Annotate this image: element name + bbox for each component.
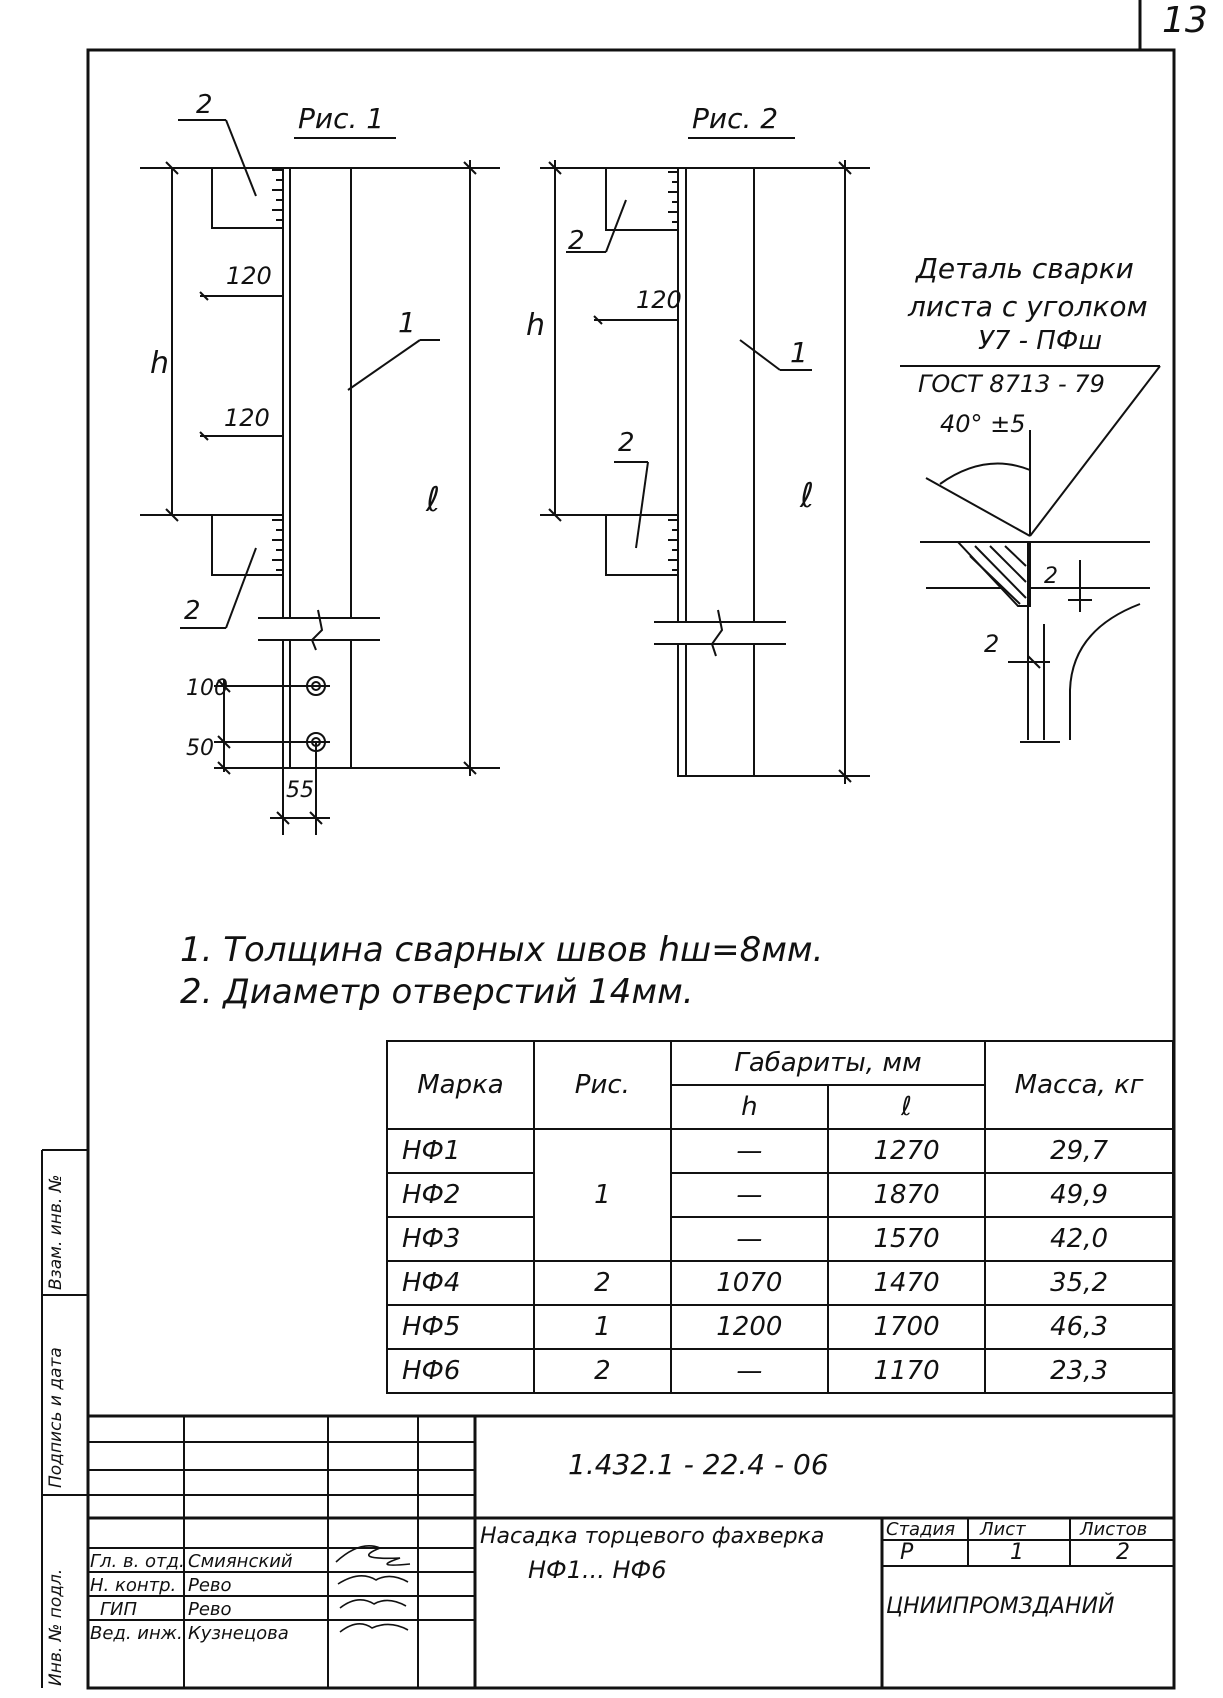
cell-fig: 2 (532, 1348, 672, 1394)
fig2-pos-2-top: 2 (568, 226, 585, 256)
note-1: 1. Толщина сварных швов hш=8мм. (180, 930, 824, 970)
col-header-h: h (669, 1084, 829, 1130)
cell-mass: 35,2 (984, 1260, 1174, 1306)
fig1-pos-2-bottom: 2 (184, 596, 201, 626)
figure-1-drawing (140, 119, 500, 835)
signatures (335, 1545, 411, 1633)
cell-mass: 42,0 (984, 1216, 1174, 1262)
cell-mass: 46,3 (984, 1304, 1174, 1350)
role-2: Н. контр. (90, 1575, 177, 1596)
sheet-value: 1 (1010, 1540, 1024, 1565)
sheets-value: 2 (1116, 1540, 1130, 1565)
weld-standard: ГОСТ 8713 - 79 (918, 370, 1105, 398)
document-title-line1: Насадка торцевого фахверка (480, 1524, 825, 1549)
table-row: НФ6 2 — 1170 23,3 (386, 1348, 1174, 1394)
note-2: 2. Диаметр отверстий 14мм. (180, 972, 694, 1012)
col-header-fig: Рис. (532, 1040, 672, 1130)
weld-detail-title-line1: Деталь сварки (916, 252, 1134, 285)
cell-mass: 29,7 (984, 1128, 1174, 1174)
fig1-dim-55: 55 (286, 778, 314, 803)
cell-l: 1700 (826, 1304, 987, 1350)
figure-1-title: Рис. 1 (298, 102, 385, 135)
stage-label: Стадия (886, 1519, 956, 1540)
weld-detail-drawing (900, 365, 1161, 743)
spec-table: Марка Рис. Габариты, мм Масса, кг h ℓ НФ… (386, 1040, 1174, 1394)
role-4: Вед. инж. (90, 1623, 183, 1644)
name-4: Кузнецова (188, 1623, 289, 1644)
figure-2-drawing (540, 137, 870, 784)
fig2-dim-h: h (526, 308, 546, 343)
col-header-dims: Габариты, мм (669, 1040, 987, 1086)
fig2-dim-l: ℓ (800, 476, 815, 516)
cell-mark: НФ1 (386, 1128, 535, 1174)
document-title-line2: НФ1... НФ6 (528, 1556, 667, 1584)
fig2-pos-1: 1 (790, 336, 808, 369)
figure-2-title: Рис. 2 (692, 102, 779, 135)
sidebar-inv-no: Инв. № подл. (46, 1568, 66, 1686)
weld-detail-title-line2: листа с уголком (908, 290, 1148, 323)
name-1: Смиянский (188, 1551, 293, 1572)
cell-h: — (669, 1216, 829, 1262)
cell-h: 1200 (669, 1304, 829, 1350)
sidebar-signature-date: Подпись и дата (46, 1347, 66, 1488)
stage-value: Р (900, 1540, 914, 1565)
fig1-dim-50: 50 (186, 736, 214, 761)
cell-l: 1570 (826, 1216, 987, 1262)
fig1-dim-100: 100 (186, 676, 228, 701)
cell-h: — (669, 1172, 829, 1218)
cell-h: — (669, 1348, 829, 1394)
cell-l: 1170 (826, 1348, 987, 1394)
sidebar-replace-inv: Взам. инв. № (46, 1174, 66, 1290)
fig2-pos-2-bottom: 2 (618, 428, 635, 458)
sheet-label: Лист (980, 1519, 1026, 1540)
cell-mark: НФ2 (386, 1172, 535, 1218)
fig1-dim-l: ℓ (426, 480, 441, 520)
table-row: НФ2 — 1870 49,9 (386, 1172, 1174, 1218)
name-3: Рево (188, 1599, 232, 1620)
fig1-dim-h: h (150, 346, 170, 381)
table-row: НФ4 2 1070 1470 35,2 (386, 1260, 1174, 1306)
sheet-number: 13 (1162, 0, 1208, 41)
sheet-frame (41, 0, 1176, 1690)
fig1-pos-2-top: 2 (196, 90, 213, 120)
weld-code: У7 - ПФш (978, 326, 1103, 356)
organization: ЦНИИПРОМЗДАНИЙ (886, 1594, 1115, 1619)
cell-l: 1470 (826, 1260, 987, 1306)
table-row: НФ5 1 1200 1700 46,3 (386, 1304, 1174, 1350)
role-1: Гл. в. отд. (90, 1551, 185, 1572)
sheets-label: Листов (1080, 1519, 1148, 1540)
document-code: 1.432.1 - 22.4 - 06 (568, 1448, 829, 1481)
fig1-pos-1: 1 (398, 306, 416, 339)
col-header-mark: Марка (386, 1040, 535, 1130)
cell-l: 1870 (826, 1172, 987, 1218)
weld-gap-bottom: 2 (984, 630, 1000, 658)
fig1-dim-120-bottom: 120 (224, 404, 270, 432)
cell-mark: НФ4 (386, 1260, 535, 1306)
name-2: Рево (188, 1575, 232, 1596)
col-header-mass: Масса, кг (984, 1040, 1174, 1130)
fig2-dim-120: 120 (636, 286, 682, 314)
cell-l: 1270 (826, 1128, 987, 1174)
cell-h: 1070 (669, 1260, 829, 1306)
table-row: НФ3 — 1570 42,0 (386, 1216, 1174, 1262)
fig1-dim-120-top: 120 (226, 262, 272, 290)
cell-fig-group: 1 (532, 1128, 672, 1262)
cell-h: — (669, 1128, 829, 1174)
cell-fig: 2 (532, 1260, 672, 1306)
cell-mark: НФ6 (386, 1348, 535, 1394)
cell-mark: НФ5 (386, 1304, 535, 1350)
cell-mark: НФ3 (386, 1216, 535, 1262)
cell-mass: 23,3 (984, 1348, 1174, 1394)
col-header-l: ℓ (826, 1084, 987, 1130)
role-3: ГИП (100, 1599, 138, 1620)
cell-mass: 49,9 (984, 1172, 1174, 1218)
table-row: НФ1 1 — 1270 29,7 (386, 1128, 1174, 1262)
cell-fig: 1 (532, 1304, 672, 1350)
weld-gap-right: 2 (1044, 564, 1058, 589)
title-block-grid (88, 1414, 1174, 1688)
weld-angle: 40° ±5 (940, 410, 1026, 438)
